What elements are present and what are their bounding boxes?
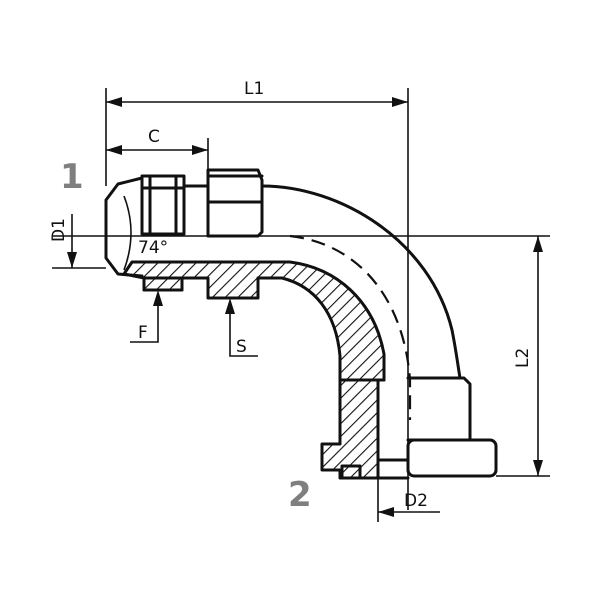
section-lower [320,378,386,480]
c-label: C [148,127,160,147]
d2-label: D2 [404,491,428,511]
flange-plate [406,438,498,478]
s-leader [229,302,258,357]
l2-label: L2 [513,348,533,368]
port-2-label: 2 [288,475,312,515]
dimension-lines [52,88,550,522]
l1-label: L1 [244,79,264,99]
male-thread [140,174,186,236]
cone-nose [104,176,144,278]
outer-bend [260,184,462,380]
elbow-body [104,168,498,480]
flange-head [406,376,472,442]
d1-label: D1 [49,218,69,242]
f-leader [130,294,159,343]
port-1-label: 1 [60,157,84,197]
angle-label: 74° [138,238,168,258]
section-upper [122,260,386,382]
cone-angle-arc [123,195,132,271]
s-label: S [236,337,247,357]
f-label: F [138,323,148,343]
